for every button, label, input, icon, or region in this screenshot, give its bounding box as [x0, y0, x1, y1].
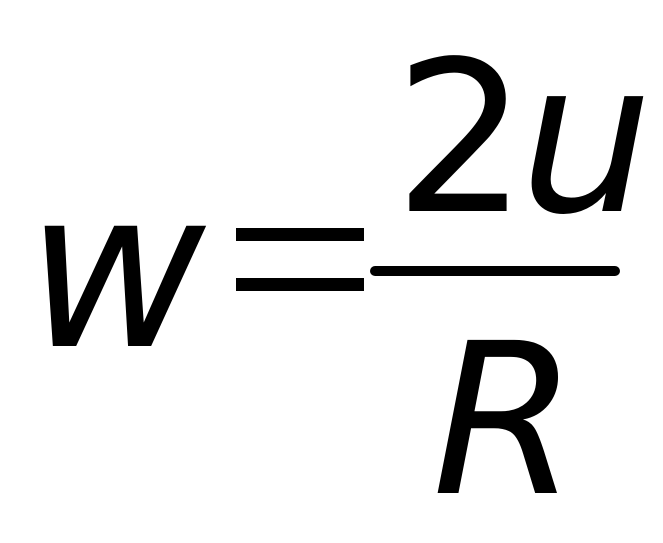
lhs-variable: w	[26, 142, 206, 398]
fraction-numerator: 2u	[394, 34, 653, 244]
equals-sign	[236, 228, 364, 292]
equals-bar-top	[236, 228, 364, 241]
numerator-coefficient: 2	[394, 16, 528, 261]
formula: w 2u R	[26, 34, 653, 543]
numerator-variable: u	[519, 16, 653, 261]
equals-bar-bottom	[236, 278, 364, 291]
fraction-denominator: R	[432, 298, 578, 543]
fraction-bar	[370, 266, 620, 276]
